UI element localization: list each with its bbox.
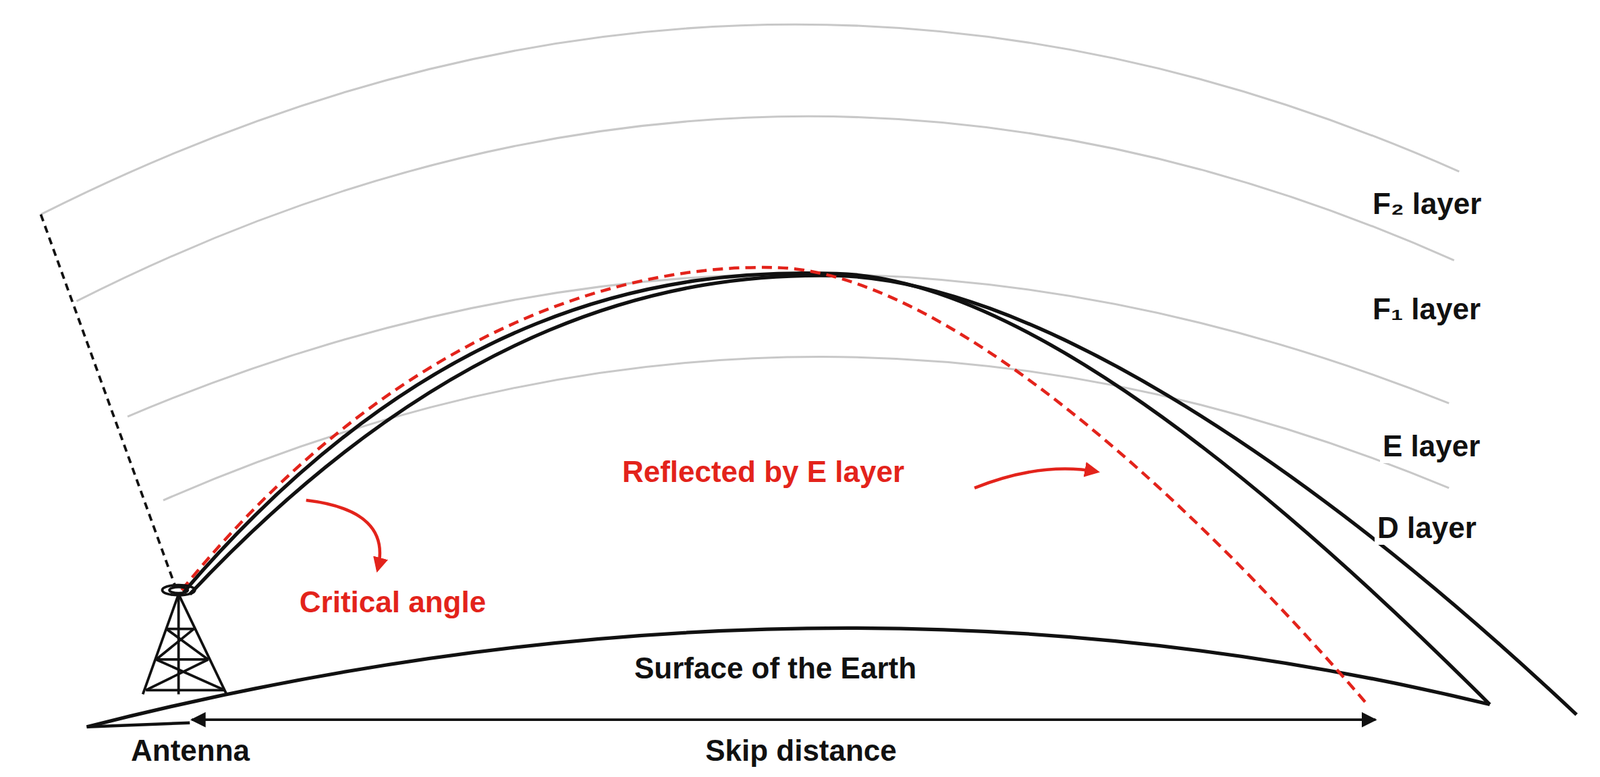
- layer-name: F₁ layer: [1369, 292, 1484, 327]
- callout-arrow: [974, 469, 1097, 488]
- dashed-reference-line: [40, 214, 176, 588]
- layer-name: F₂ layer: [1369, 186, 1484, 222]
- earth-surface: [87, 627, 1491, 727]
- part-label: Antenna: [128, 733, 253, 768]
- surface-label: Surface of the Earth: [631, 651, 920, 686]
- antenna-tower: [143, 585, 227, 695]
- dimension-label: Skip distance: [702, 733, 900, 768]
- ground-line: [87, 722, 191, 727]
- dimension-arrow: [191, 718, 1376, 721]
- callout-label: Critical angle: [296, 585, 489, 620]
- callout-label: Reflected by E layer: [619, 454, 907, 490]
- reflected-ray: [181, 267, 1368, 704]
- layer-name: E layer: [1380, 429, 1483, 464]
- callout-arrow: [306, 500, 380, 570]
- layer-boundary: [40, 24, 1459, 215]
- layer-name: D layer: [1374, 510, 1480, 546]
- sky-wave-ray: [183, 273, 1491, 705]
- layer-boundary: [127, 273, 1449, 417]
- sky-wave-ray: [189, 275, 1577, 715]
